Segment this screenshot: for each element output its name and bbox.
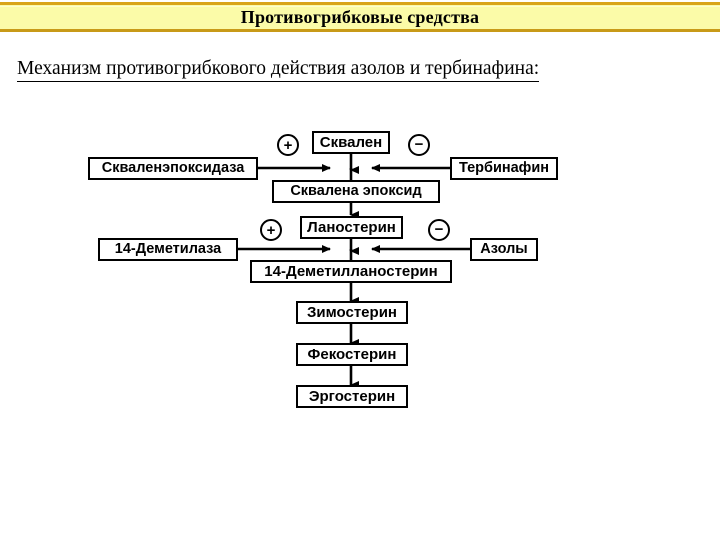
node-ergosterol: Эргостерин	[296, 385, 408, 408]
plus-glyph: +	[283, 136, 293, 154]
banner-highlight-line	[0, 6, 720, 7]
node-terbinafine: Тербинафин	[450, 157, 558, 180]
plus-glyph: +	[266, 221, 276, 239]
minus-glyph: −	[434, 220, 444, 238]
node-azoles: Азолы	[470, 238, 538, 261]
node-zymosterol: Зимостерин	[296, 301, 408, 324]
node-demethylase: 14-Деметилаза	[98, 238, 238, 261]
plus-sign-squalene-epoxidase: +	[277, 134, 299, 156]
node-squalene-epoxidase: Скваленэпоксидаза	[88, 157, 258, 180]
minus-sign-terbinafine: −	[408, 134, 430, 156]
slide-title-banner: Противогрибковые средства	[0, 2, 720, 32]
node-squalene: Сквален	[312, 131, 390, 154]
node-demethyl-lanosterol: 14-Деметилланостерин	[250, 260, 452, 283]
page-title: Противогрибковые средства	[240, 6, 480, 27]
minus-sign-azoles: −	[428, 219, 450, 241]
node-fecosterol: Фекостерин	[296, 343, 408, 366]
plus-sign-demethylase: +	[260, 219, 282, 241]
minus-glyph: −	[414, 135, 424, 153]
node-lanosterol: Ланостерин	[300, 216, 403, 239]
slide-subtitle: Механизм противогрибкового действия азол…	[17, 58, 540, 83]
node-squalene-epoxide: Сквалена эпоксид	[272, 180, 440, 203]
